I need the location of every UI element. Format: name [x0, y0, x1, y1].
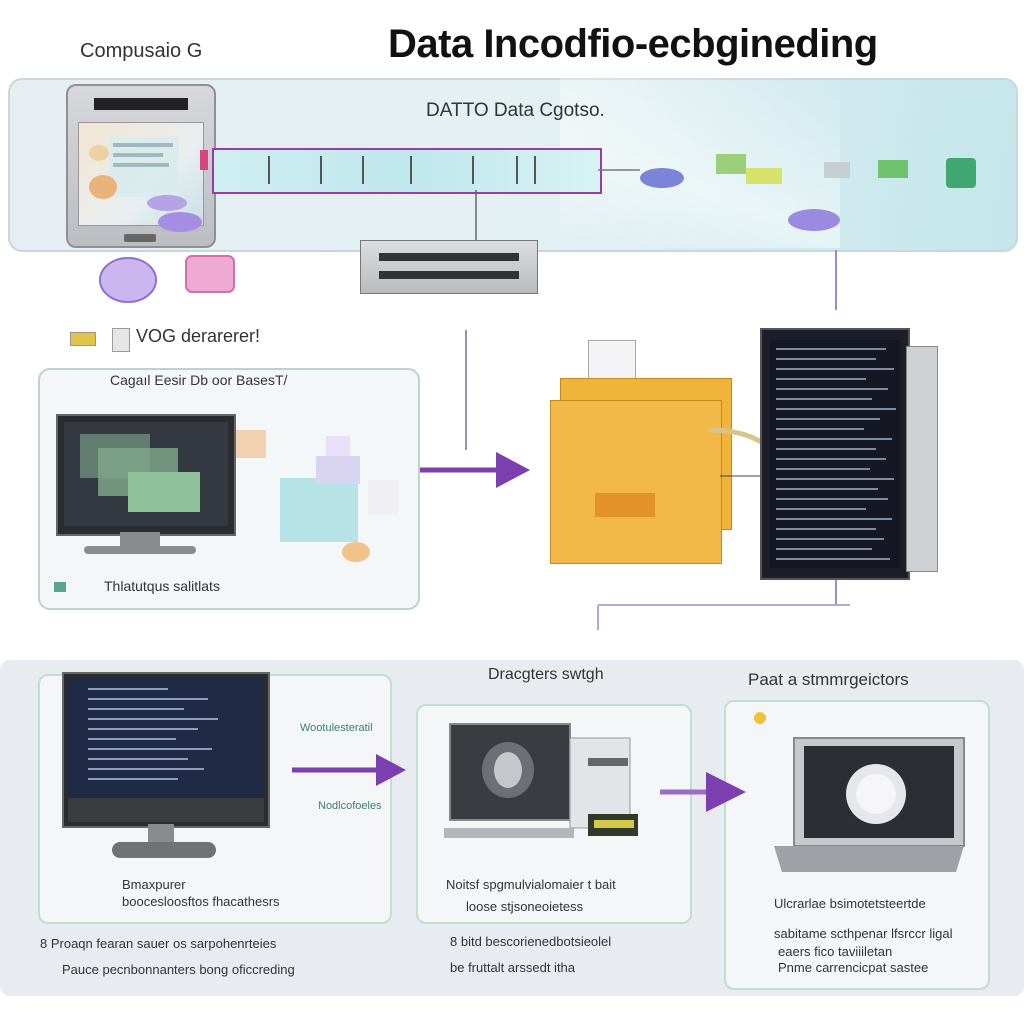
monitor — [56, 414, 236, 536]
bottom-right-title: Paat a stmmrgeictors — [748, 670, 909, 689]
teal-label-top: Wootulesteratil — [300, 722, 373, 734]
document-stack-front — [550, 400, 722, 564]
pipeline-tick — [320, 156, 322, 184]
middle-arrows — [420, 330, 850, 630]
teal-label-mid: Nodlcofoeles — [318, 800, 382, 812]
monitor-base — [112, 842, 216, 858]
laptop — [774, 737, 965, 872]
left-card-graphics — [236, 430, 398, 562]
pipeline-tick — [362, 156, 364, 184]
bottom-arrows — [292, 754, 746, 812]
bottom-monitor-code — [68, 678, 264, 822]
top-band-title: DATTO Data Cgotso. — [426, 100, 605, 121]
bottom-left-line2: boocesloosftos fhacathesrs — [122, 894, 280, 909]
bottom-right-line2: sabitame scthpenar lfsrccr ligal — [774, 926, 953, 941]
tablet-slot — [94, 98, 188, 110]
pipeline-tick — [268, 156, 270, 184]
chip-icon — [70, 332, 96, 346]
bottom-middle-computer — [444, 723, 638, 838]
bottom-right-line4: Pnme carrencicpat sastee — [778, 960, 929, 975]
pipeline-tick — [472, 156, 474, 184]
data-pipeline-bar — [212, 148, 602, 194]
top-connectors — [99, 154, 976, 310]
server-unit — [360, 240, 538, 294]
bottom-left-caption2: Pauce pecnbonnanters bong oficcreding — [62, 962, 295, 977]
monitor-screen-art — [64, 422, 228, 526]
bottom-left-line1: Bmaxpurer — [122, 877, 186, 892]
tower-side-panel — [906, 346, 938, 572]
tablet-screen-art — [89, 137, 187, 211]
bottom-right-line3: eaers fico taviiiletan — [778, 944, 893, 959]
bottom-middle-title: Dracgters swtgh — [488, 666, 604, 683]
left-card-heading: Cagaıl Eesir Db oor BasesT/ — [110, 372, 288, 388]
server-tower — [760, 328, 910, 580]
document-block — [595, 493, 655, 517]
bottom-left-caption1: 8 Proaqn fearan sauer os sarpohenrteies — [40, 936, 277, 951]
bottom-right-line1: Ulcrarlae bsimotetsteertde — [774, 896, 926, 911]
header-left-label: Compusaio G — [80, 40, 203, 62]
pipeline-tick — [516, 156, 518, 184]
tablet-button — [124, 234, 156, 242]
bottom-middle-line1: Noitsf spgmulvialomaier t bait — [446, 877, 616, 892]
tablet-connector — [200, 150, 208, 170]
left-card-footer: Thlatutqus salitlats — [104, 578, 220, 594]
monitor-stand — [120, 532, 160, 546]
bottom-middle-caption1: 8 bitd bescorienedbotsieolel — [450, 934, 612, 949]
left-annotation: VOG derarerer! — [136, 326, 261, 346]
monitor-stand — [148, 824, 174, 842]
pipeline-tick — [534, 156, 536, 184]
page-title: Data Incodfio-ecbgineding — [388, 22, 878, 66]
bottom-middle-caption2: be fruttalt arssedt itha — [450, 960, 576, 975]
bottom-middle-line2: loose stjsoneoietess — [466, 899, 584, 914]
tablet-screen — [78, 122, 204, 226]
document-icon — [112, 328, 130, 352]
chart-icon — [54, 582, 66, 592]
server-slot — [379, 271, 519, 279]
tower-code-lines — [770, 340, 900, 568]
server-slot — [379, 253, 519, 261]
status-dot-icon — [754, 712, 766, 724]
pipeline-tick — [410, 156, 412, 184]
monitor-base — [84, 546, 196, 554]
